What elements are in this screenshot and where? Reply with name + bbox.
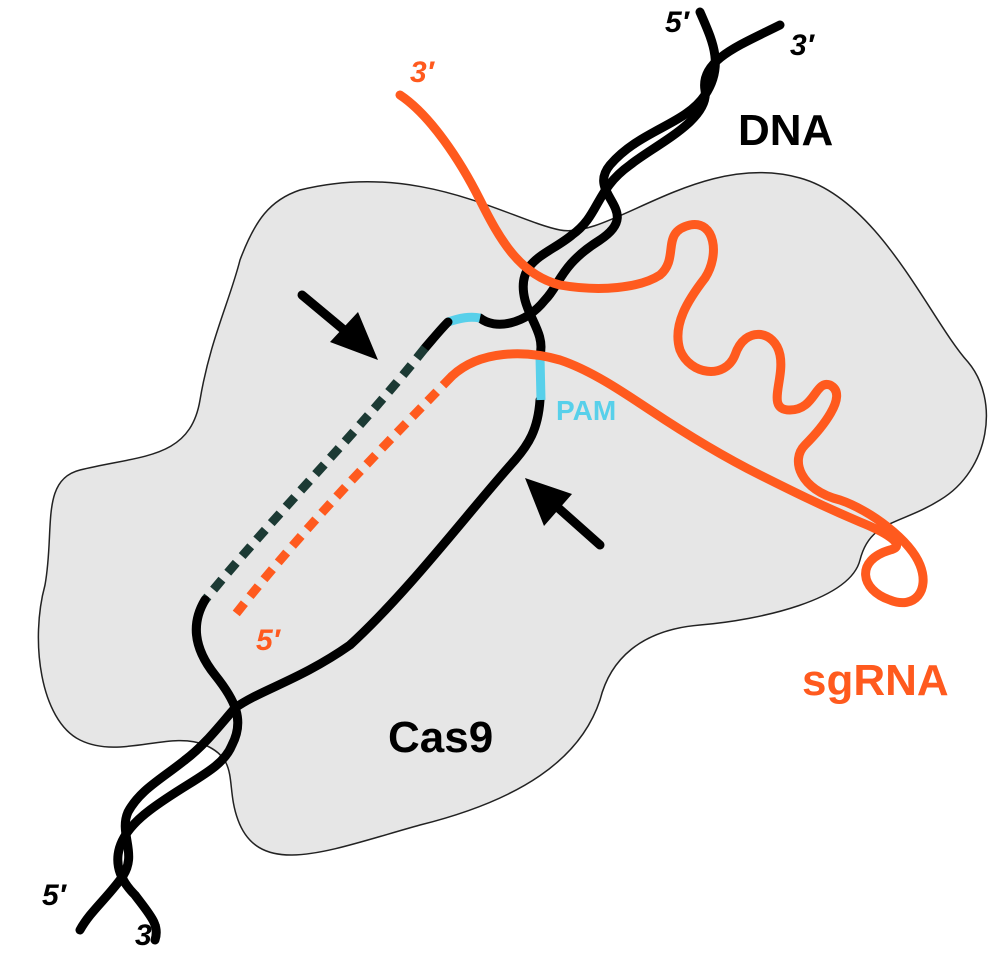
sgrna-label: sgRNA bbox=[802, 656, 949, 705]
dna-bottom-5prime-label: 5′ bbox=[42, 879, 68, 912]
dna-label: DNA bbox=[738, 106, 833, 155]
dna-target-strand-bottom bbox=[113, 595, 243, 945]
rna-3prime-label: 3′ bbox=[410, 56, 436, 89]
dna-target-strand-top-black bbox=[420, 317, 453, 353]
sgrna-strand bbox=[395, 90, 928, 607]
dna-target-strand-top bbox=[446, 312, 481, 327]
pam-segment bbox=[535, 356, 546, 401]
dna-nontarget-strand bbox=[180, 395, 545, 765]
dna-helix-bottom-strand bbox=[75, 755, 190, 935]
dna-target-strand-dashed bbox=[201, 345, 429, 603]
cleavage-arrow-top-icon bbox=[297, 290, 378, 360]
rna-5prime-label: 5′ bbox=[256, 624, 282, 657]
cas9-label: Cas9 bbox=[388, 713, 493, 762]
pam-label: PAM bbox=[556, 395, 616, 426]
dna-top-strand-b bbox=[475, 7, 720, 329]
dna-bottom-3prime-label: 3′ bbox=[135, 919, 161, 952]
cleavage-arrow-bottom-icon bbox=[525, 478, 605, 550]
sgrna-guide-dashed bbox=[231, 372, 456, 618]
dna-helix-top bbox=[475, 7, 785, 360]
dna-top-5prime-label: 5′ bbox=[665, 6, 691, 39]
dna-top-3prime-label: 3′ bbox=[790, 29, 816, 62]
